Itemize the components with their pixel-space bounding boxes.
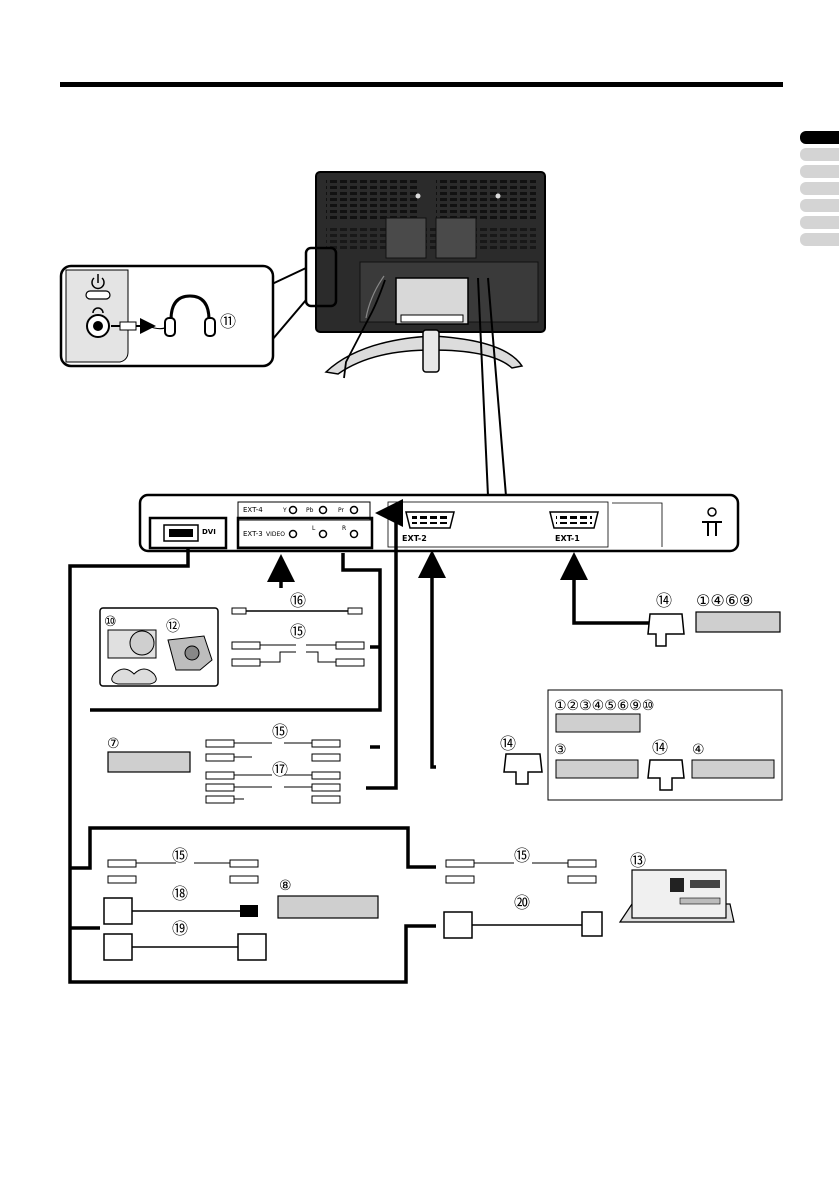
l-jack[interactable]	[320, 531, 327, 538]
item-number-7: ⑦	[107, 736, 120, 752]
item-number-19: ⑲	[172, 919, 188, 938]
item-number-15: ⑮	[290, 622, 306, 641]
item-number-20: ⑳	[514, 893, 530, 912]
pr-label: Pr	[338, 507, 345, 514]
headphone-callout: ⑪	[61, 266, 306, 366]
tv-rear-view	[306, 172, 545, 378]
item-number-14b: ⑭	[652, 738, 668, 757]
item-numbers-group: ①②③④⑤⑥⑨⑩	[554, 698, 654, 714]
ext3-label: EXT-3	[243, 530, 263, 538]
device-4	[692, 760, 774, 778]
pc-icon	[620, 870, 734, 922]
item-number-12: ⑫	[166, 619, 180, 635]
item-number-18: ⑱	[172, 884, 188, 903]
pb-jack[interactable]	[320, 507, 327, 514]
video-label: VIDEO	[266, 531, 285, 538]
ext2-scart[interactable]	[406, 512, 454, 528]
ext4-label: EXT-4	[243, 506, 263, 514]
item-number-15c: ⑮	[172, 846, 188, 865]
device-8	[278, 896, 378, 918]
item-number-8: ⑧	[279, 878, 292, 894]
ext1-scart[interactable]	[550, 512, 598, 528]
item-number-13: ⑬	[630, 851, 646, 870]
pr-jack[interactable]	[351, 507, 358, 514]
ext2-label: EXT-2	[402, 534, 427, 543]
item-number-4: ④	[692, 742, 705, 758]
connector-panel: EXT-4 Y Pb Pr EXT-3 VIDEO L R DVI EXT-2 …	[140, 495, 738, 551]
cable-15-a	[232, 642, 364, 666]
item-number-14: ⑭	[656, 591, 672, 610]
cable-15-b	[206, 740, 340, 761]
item-number-11: ⑪	[220, 312, 236, 331]
item-number-14c: ⑭	[500, 734, 516, 753]
video-jack[interactable]	[290, 531, 297, 538]
item-number-17: ⑰	[272, 760, 288, 779]
item-numbers-1469: ①④⑥⑨	[696, 591, 753, 610]
scart-cable-14	[648, 614, 684, 646]
item-number-15b: ⑮	[272, 722, 288, 741]
pb-label: Pb	[306, 507, 314, 514]
y-jack[interactable]	[290, 507, 297, 514]
device-group	[556, 714, 640, 732]
ext1-label: EXT-1	[555, 534, 580, 543]
item-number-16: ⑯	[290, 591, 306, 610]
device-1469	[696, 612, 780, 632]
dvi-label: DVI	[202, 528, 216, 536]
item-number-10: ⑩	[104, 614, 117, 630]
item-number-15d: ⑮	[514, 846, 530, 865]
device-7	[108, 752, 190, 772]
device-3	[556, 760, 638, 778]
dvi-connector[interactable]	[164, 525, 198, 541]
r-label: R	[342, 525, 346, 532]
item-number-3: ③	[554, 742, 567, 758]
y-label: Y	[282, 507, 287, 514]
scart-cable-14c	[504, 754, 542, 784]
camcorder-group: ⑩ ⑫	[100, 608, 218, 686]
r-jack[interactable]	[351, 531, 358, 538]
cable-20	[444, 912, 602, 938]
